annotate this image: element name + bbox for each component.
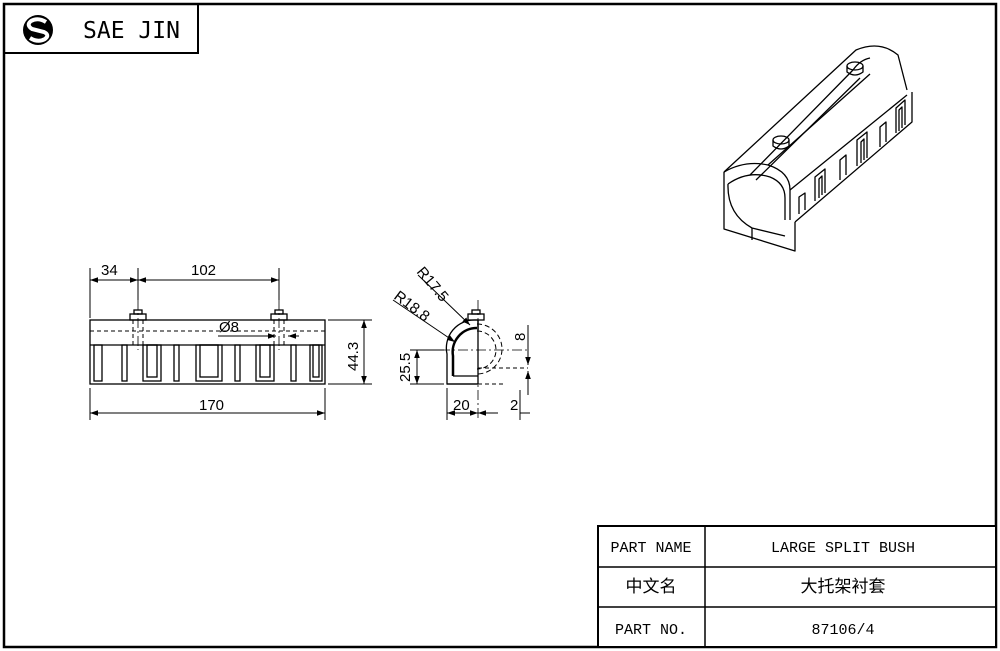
dim-102: 102	[191, 262, 216, 279]
brand-header: SAE JIN	[4, 4, 199, 54]
dim-20: 20	[453, 397, 470, 414]
part-no-value: 87106/4	[811, 622, 874, 639]
title-block: PART NAME LARGE SPLIT BUSH 中文名 大托架衬套 PAR…	[597, 525, 997, 648]
dim-44-3: 44.3	[345, 342, 362, 371]
part-name-value: LARGE SPLIT BUSH	[771, 540, 915, 557]
isometric-view	[723, 45, 913, 252]
isometric-bolts	[772, 61, 864, 150]
chinese-name-value: 大托架衬套	[801, 577, 886, 598]
isometric-slots	[798, 99, 906, 214]
sae-jin-logo-icon	[23, 15, 53, 45]
part-name-label: PART NAME	[610, 540, 691, 557]
dim-r18-8: R18.8	[391, 288, 433, 326]
part-no-label: PART NO.	[615, 622, 687, 639]
side-view-dimensions	[392, 274, 531, 420]
side-view	[440, 300, 528, 420]
dim-8: 8	[512, 333, 529, 341]
front-view-dimensions	[89, 268, 372, 420]
dim-diameter-8: Ø8	[219, 319, 239, 336]
front-view-slots	[93, 344, 323, 382]
dim-2: 2	[510, 397, 518, 414]
chinese-name-label: 中文名	[626, 577, 677, 598]
dim-34: 34	[101, 262, 118, 279]
front-view-bolts	[129, 309, 288, 321]
dim-170: 170	[199, 397, 224, 414]
brand-name: SAE JIN	[83, 18, 180, 44]
front-view	[89, 300, 326, 385]
dim-25-5: 25.5	[397, 353, 414, 382]
dim-r17-5: R17.5	[413, 264, 452, 306]
